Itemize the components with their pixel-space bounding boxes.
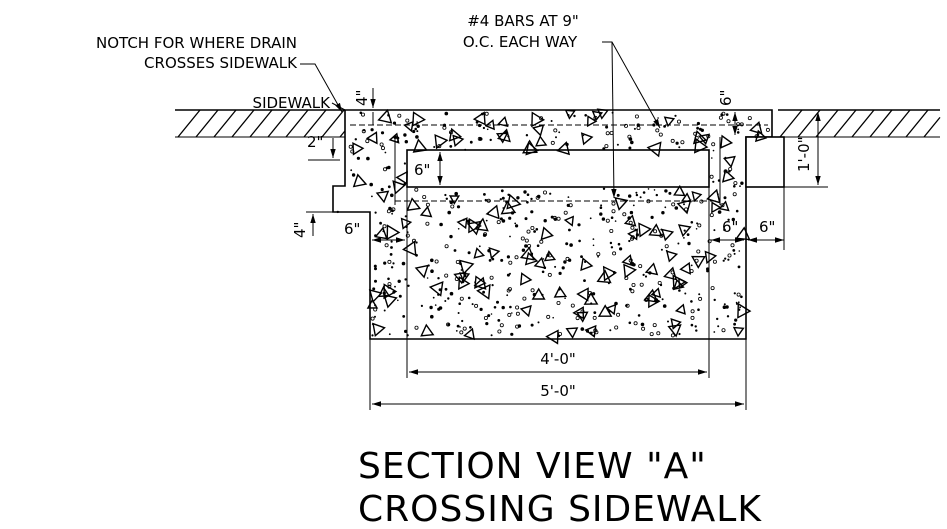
dim-notch: 2" xyxy=(307,133,323,151)
dim-lower-slab: 4" xyxy=(291,222,309,238)
section-title-line2: CROSSING SIDEWALK xyxy=(358,489,762,529)
notch-leader xyxy=(300,63,343,113)
dim-inner-width: 4'-0" xyxy=(540,350,576,368)
ground-hatch-right xyxy=(779,109,941,138)
dim-inner-top: 6" xyxy=(414,161,430,179)
dim-top-right: 6" xyxy=(717,90,735,106)
notch-label-line2: CROSSES SIDEWALK xyxy=(144,54,298,72)
right-notch-box xyxy=(745,136,785,188)
dim-outer-width: 5'-0" xyxy=(540,382,576,400)
notch-label-line1: NOTCH FOR WHERE DRAIN xyxy=(96,34,297,52)
concrete-stipple xyxy=(336,108,770,345)
ground-hatch-left xyxy=(177,109,346,138)
dim-left-wall: 6" xyxy=(344,220,360,238)
sidewalk-leader xyxy=(331,102,346,111)
dim-right-wall: 6" xyxy=(722,218,738,236)
drain-channel xyxy=(406,149,710,188)
bars-leader-a xyxy=(602,41,661,129)
dim-right-outer: 6" xyxy=(759,218,775,236)
dim-right-depth: 1'-0" xyxy=(795,136,813,172)
section-title-line1: SECTION VIEW "A" xyxy=(358,446,707,487)
dim-top-slab: 4" xyxy=(353,90,371,106)
sidewalk-label: SIDEWALK xyxy=(253,94,332,112)
bars-leader-b xyxy=(611,41,617,199)
bars-label-line2: O.C. EACH WAY xyxy=(463,33,578,51)
bars-label-line1: #4 BARS AT 9" xyxy=(467,12,579,30)
